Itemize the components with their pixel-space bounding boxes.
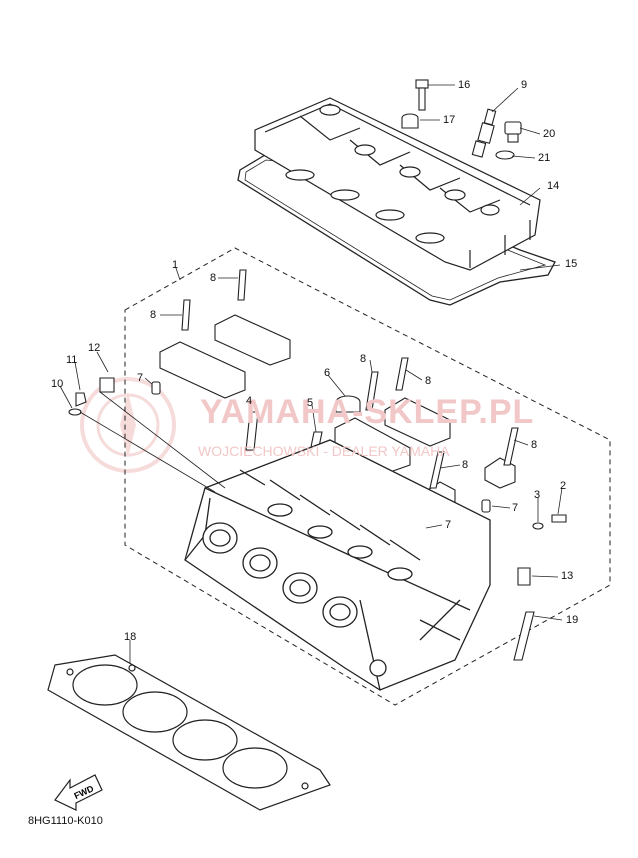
callout-8: 8 <box>360 353 367 365</box>
callout-19: 19 <box>566 614 579 626</box>
valve-cover <box>254 97 541 271</box>
watermark-logo <box>80 377 176 473</box>
callout-4: 4 <box>246 395 253 407</box>
assembly-group-outline <box>124 247 611 706</box>
cover-bolt <box>415 79 429 111</box>
callout-9: 9 <box>521 79 528 91</box>
callout-15: 15 <box>565 258 578 270</box>
watermark-text: YAMAHA-SKLEP.PL <box>200 393 535 431</box>
sensor-o-ring <box>495 150 515 160</box>
side-fittings <box>68 377 115 416</box>
callout-6: 6 <box>324 367 331 379</box>
callout-17: 17 <box>443 114 456 126</box>
cap-bolts <box>181 269 519 489</box>
fwd-arrow-icon: FWD <box>54 774 103 811</box>
callout-leader-lines <box>59 84 563 672</box>
callout-16: 16 <box>458 79 471 91</box>
watermark-subtext: WOJCIECHOWSKI - DEALER YAMAHA <box>198 443 450 459</box>
cam-sensor <box>504 121 522 143</box>
callout-7: 7 <box>445 519 452 531</box>
drawing-code: 8HG1110-K010 <box>28 815 103 827</box>
head-gasket <box>47 654 331 811</box>
callout-18: 18 <box>124 631 137 643</box>
stud-and-washer <box>532 514 567 530</box>
callout-1: 1 <box>172 259 179 271</box>
head-fittings <box>513 567 535 661</box>
spark-plug <box>471 108 497 158</box>
callout-14: 14 <box>547 180 560 192</box>
callout-5: 5 <box>307 397 314 409</box>
callout-13: 13 <box>561 570 574 582</box>
cylinder-head <box>184 439 491 691</box>
callout-8: 8 <box>210 272 217 284</box>
callout-8: 8 <box>462 459 469 471</box>
callout-20: 20 <box>543 128 556 140</box>
cover-grommet <box>401 113 419 129</box>
callout-8: 8 <box>531 439 538 451</box>
callout-10: 10 <box>51 378 64 390</box>
callout-2: 2 <box>560 480 567 492</box>
callout-7: 7 <box>137 372 144 384</box>
callout-11: 11 <box>66 354 78 366</box>
callout-8: 8 <box>150 309 157 321</box>
callout-7: 7 <box>512 502 519 514</box>
callout-3: 3 <box>534 489 541 501</box>
callout-21: 21 <box>538 152 551 164</box>
callout-8: 8 <box>425 375 432 387</box>
oil-seal <box>335 395 361 413</box>
callout-12: 12 <box>88 342 101 354</box>
